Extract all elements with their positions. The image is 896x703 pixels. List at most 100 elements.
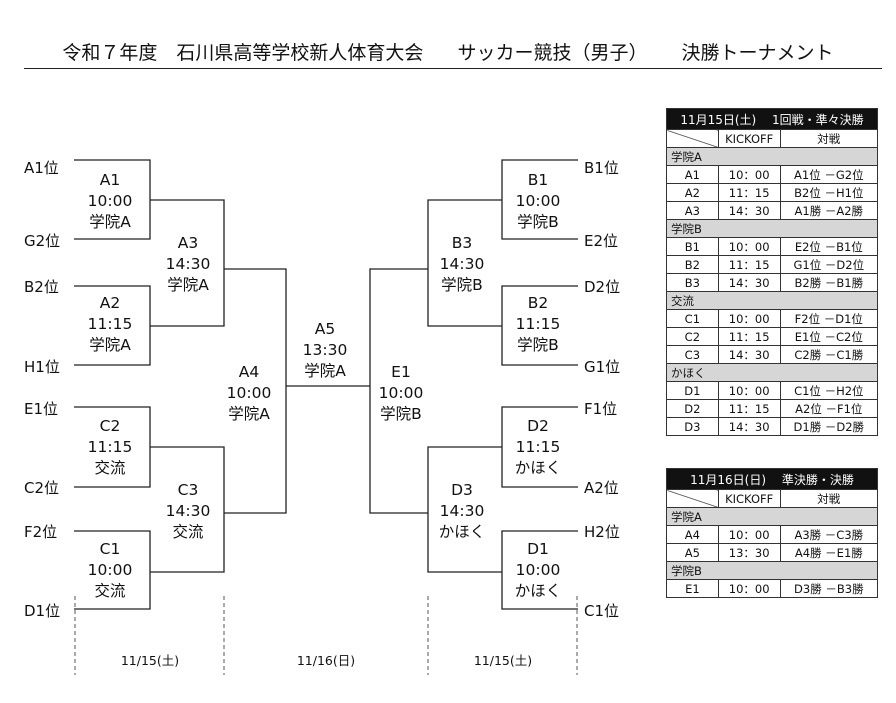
seed-e1: E1位 <box>24 400 59 418</box>
match-venue: 学院A <box>89 336 131 354</box>
line-b3 <box>427 199 502 327</box>
match-code: D1 <box>527 540 549 558</box>
match-venue: 交流 <box>94 459 126 477</box>
kickoff-cell: 11：15 <box>717 399 781 418</box>
match-d2: D2 11:15 かほく <box>500 416 576 479</box>
title-sport: サッカー競技（男子） <box>457 42 648 64</box>
schedule-header: 11月16日(日) 準決勝・決勝 <box>666 468 878 490</box>
matchup-cell: A2位 －F1位 <box>779 399 879 418</box>
matchup-cell: A1位 －G2位 <box>779 165 879 184</box>
kickoff-cell: 11：15 <box>717 183 781 202</box>
kickoff-cell: 14：30 <box>717 417 781 436</box>
schedule-date: 11月16日(日) <box>690 472 767 487</box>
match-code-cell: D3 <box>666 417 719 436</box>
match-venue: 交流 <box>94 582 126 600</box>
day-label-left: 11/15(土) <box>120 653 180 668</box>
corner-cell <box>666 489 719 508</box>
match-a3: A3 14:30 学院A <box>150 233 226 296</box>
line-b2 <box>501 285 578 366</box>
kickoff-cell: 14：30 <box>717 273 781 292</box>
match-c1: C1 10:00 交流 <box>72 539 148 602</box>
seed-g1: G1位 <box>584 358 621 376</box>
matchup-cell: F2位 －D1位 <box>779 309 879 328</box>
matchup-cell: C2勝 －C1勝 <box>779 345 879 364</box>
title-divider <box>24 68 882 69</box>
matchup-cell: C1位 －H2位 <box>779 381 879 400</box>
match-code-cell: E1 <box>666 579 719 598</box>
match-time: 11:15 <box>87 315 133 333</box>
match-time: 10:00 <box>515 192 561 210</box>
match-time: 13:30 <box>302 341 348 359</box>
venue-group-row: かほく <box>666 363 878 382</box>
line-a4 <box>224 268 287 514</box>
matchup-cell: D1勝 －D2勝 <box>779 417 879 436</box>
match-b2: B2 11:15 学院B <box>500 293 576 356</box>
match-code: C1 <box>99 540 121 558</box>
day-label-center: 11/16(日) <box>296 653 356 668</box>
match-c3: C3 14:30 交流 <box>150 480 226 543</box>
schedule-date: 11月15日(土) <box>680 112 757 127</box>
match-code: B2 <box>527 294 549 312</box>
match-a4: A4 10:00 学院A <box>214 362 284 425</box>
match-time: 10:00 <box>87 561 133 579</box>
match-venue: 学院A <box>228 405 270 423</box>
match-a2: A2 11:15 学院A <box>72 293 148 356</box>
match-a1: A1 10:00 学院A <box>72 170 148 233</box>
seed-d2: D2位 <box>584 278 621 296</box>
match-code: E1 <box>391 363 411 381</box>
match-code: A2 <box>99 294 121 312</box>
matchup-cell: D3勝 －B3勝 <box>779 579 879 598</box>
match-code-cell: B3 <box>666 273 719 292</box>
col-kickoff: KICKOFF <box>717 129 781 148</box>
line-d2 <box>501 406 578 488</box>
corner-cell <box>666 129 719 148</box>
line-c3 <box>150 446 225 573</box>
match-code-cell: D1 <box>666 381 719 400</box>
match-time: 10:00 <box>87 192 133 210</box>
venue-group-name: 学院B <box>666 219 878 238</box>
match-time: 11:15 <box>87 438 133 456</box>
kickoff-cell: 14：30 <box>717 345 781 364</box>
matchup-cell: E1位 －C2位 <box>779 327 879 346</box>
match-code: C3 <box>177 481 199 499</box>
line-d1 <box>501 530 578 610</box>
matchup-cell: A4勝 －E1勝 <box>779 543 879 562</box>
match-code-cell: A1 <box>666 165 719 184</box>
match-code-cell: A2 <box>666 183 719 202</box>
match-code: A4 <box>238 363 260 381</box>
line-a3 <box>150 199 225 327</box>
match-time: 14:30 <box>439 255 485 273</box>
seed-f2: F2位 <box>24 523 58 541</box>
matchup-cell: A3勝 －C3勝 <box>779 525 879 544</box>
kickoff-cell: 11：15 <box>717 327 781 346</box>
match-time: 10:00 <box>378 384 424 402</box>
seed-g2: G2位 <box>24 232 61 250</box>
match-venue: 学院B <box>380 405 422 423</box>
match-venue: かほく <box>514 459 562 477</box>
match-e1: E1 10:00 学院B <box>366 362 436 425</box>
kickoff-cell: 10：00 <box>717 579 781 598</box>
match-time: 10:00 <box>515 561 561 579</box>
matchup-cell: A1勝 －A2勝 <box>779 201 879 220</box>
title-tournament: 令和７年度 石川県高等学校新人体育大会 <box>62 42 424 64</box>
seed-h2: H2位 <box>584 523 620 541</box>
match-code-cell: A3 <box>666 201 719 220</box>
title-stage: 決勝トーナメント <box>681 42 834 64</box>
match-code: D3 <box>451 481 473 499</box>
seed-h1: H1位 <box>24 358 60 376</box>
venue-group-name: かほく <box>666 363 878 382</box>
seed-b2: B2位 <box>24 278 59 296</box>
